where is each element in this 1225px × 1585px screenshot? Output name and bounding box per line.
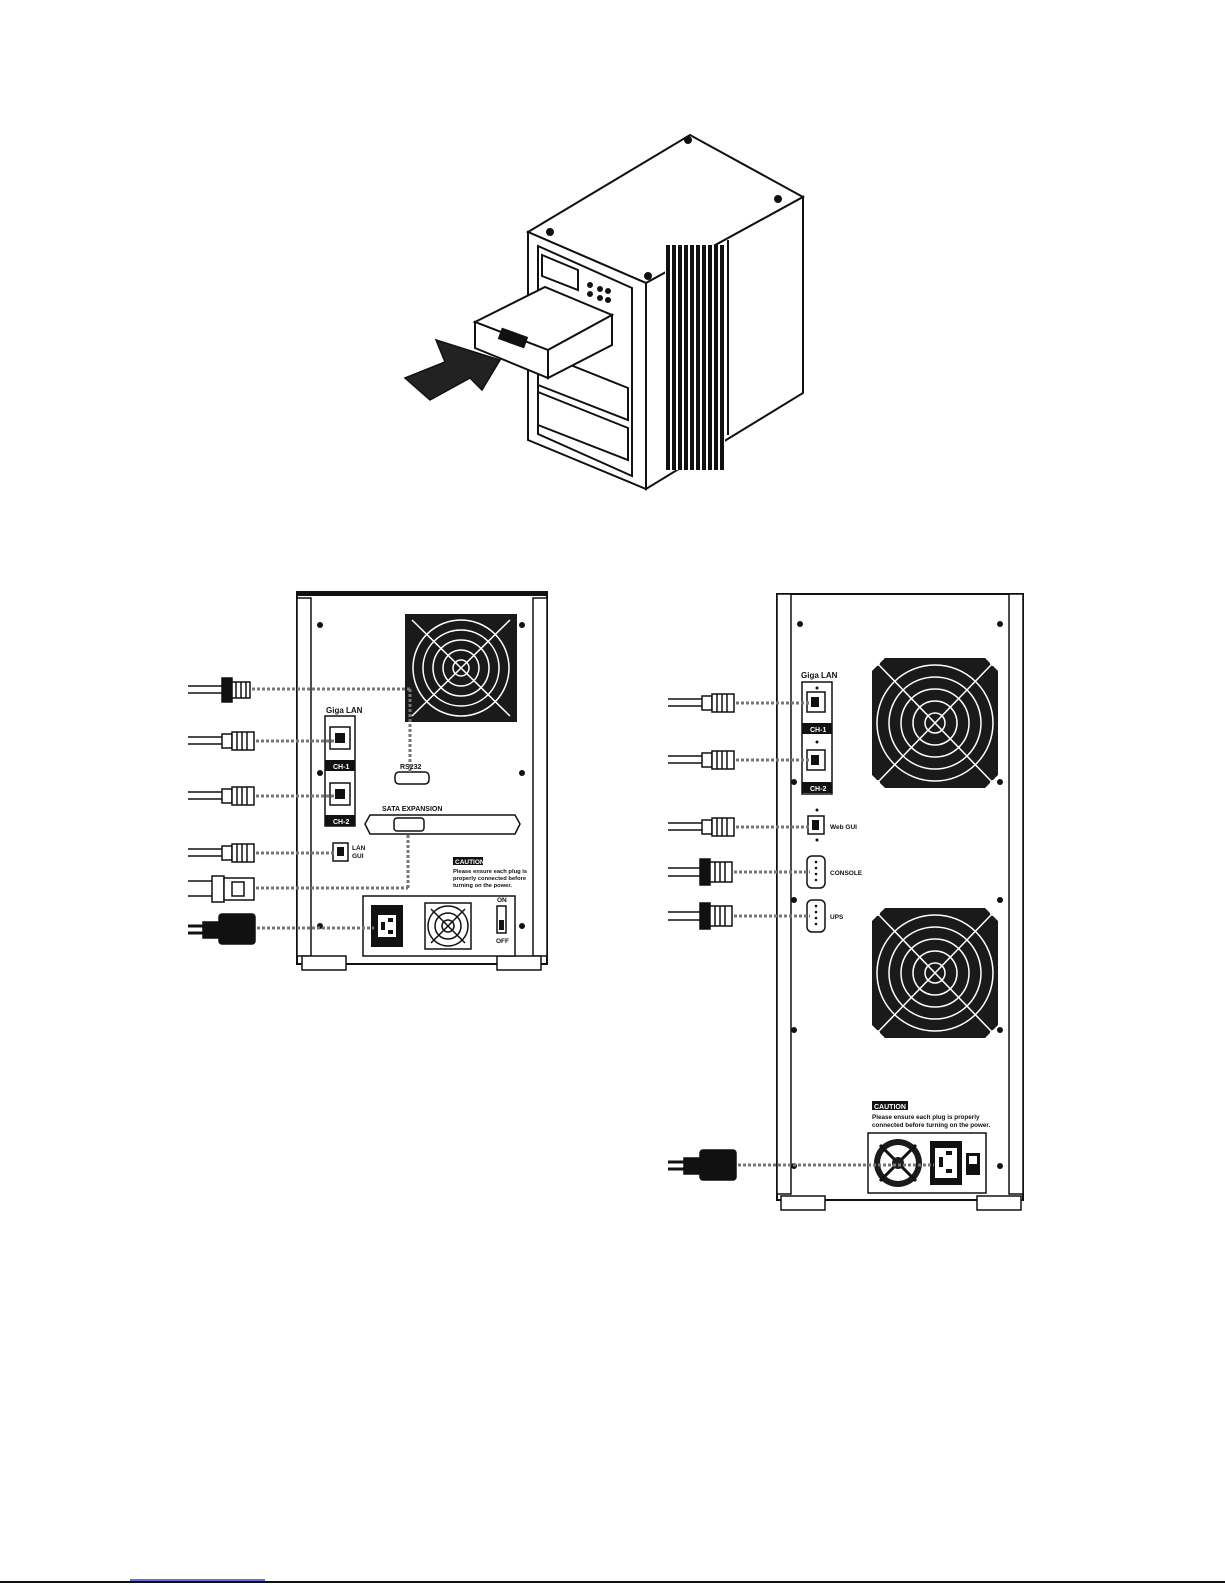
- web-gui-label: Web GUI: [830, 824, 857, 831]
- power-plug-icon: [188, 914, 255, 944]
- caution-text-1: Please ensure each plug is: [453, 869, 527, 875]
- fan-icon: [872, 658, 998, 788]
- giga-lan-label: Giga LAN: [801, 671, 838, 680]
- side-vents: [665, 245, 725, 470]
- left-rear-panel: Giga LAN CH-1 CH-2 LAN GUI RS232 SATA EX…: [297, 592, 547, 970]
- caution-badge: CAUTION: [455, 859, 485, 866]
- nas-enclosure-illustration: [475, 135, 803, 489]
- rj45-plug-icon: [668, 751, 734, 769]
- serial-plug-icon: [668, 859, 732, 885]
- fan-icon: [872, 908, 998, 1038]
- rj45-plug-icon: [188, 787, 254, 805]
- fan-icon: [405, 614, 517, 722]
- ch1-label: CH-1: [810, 727, 826, 734]
- caution-badge: CAUTION: [874, 1104, 906, 1111]
- ch2-label: CH-2: [810, 786, 826, 793]
- right-rear-panel: Giga LAN CH-1 CH-2 Web GUI CONSOLE UPS C…: [777, 594, 1023, 1210]
- power-plug-icon: [668, 1150, 736, 1180]
- serial-plug-icon: [188, 678, 250, 702]
- sata-plug-icon: [188, 876, 254, 902]
- ch1-label: CH-1: [333, 764, 349, 771]
- console-label: CONSOLE: [830, 870, 863, 877]
- switch-off-label: OFF: [496, 938, 509, 945]
- caution-text-3: turning on the power.: [453, 883, 512, 889]
- caution-text-2: properly connected before: [453, 876, 527, 882]
- rs232-port: [395, 772, 429, 784]
- serial-plug-icon: [668, 903, 732, 929]
- sata-expansion-label: SATA EXPANSION: [382, 806, 442, 813]
- rj45-plug-icon: [188, 844, 254, 862]
- caution-text-1: Please ensure each plug is properly: [872, 1114, 980, 1121]
- rj45-plug-icon: [668, 818, 734, 836]
- psu-fan-icon: [874, 1139, 922, 1187]
- rj45-plug-icon: [188, 732, 254, 750]
- sata-expansion-port: [365, 815, 520, 834]
- ch2-label: CH-2: [333, 819, 349, 826]
- giga-lan-label: Giga LAN: [326, 706, 363, 715]
- psu-fan-icon: [425, 903, 471, 949]
- caution-text-2: connected before turning on the power.: [872, 1122, 990, 1129]
- lan-gui-label-2: GUI: [352, 853, 364, 860]
- rj45-plug-icon: [668, 694, 734, 712]
- ups-label: UPS: [830, 914, 844, 921]
- switch-on-label: ON: [497, 897, 507, 904]
- lan-gui-label-1: LAN: [352, 845, 366, 852]
